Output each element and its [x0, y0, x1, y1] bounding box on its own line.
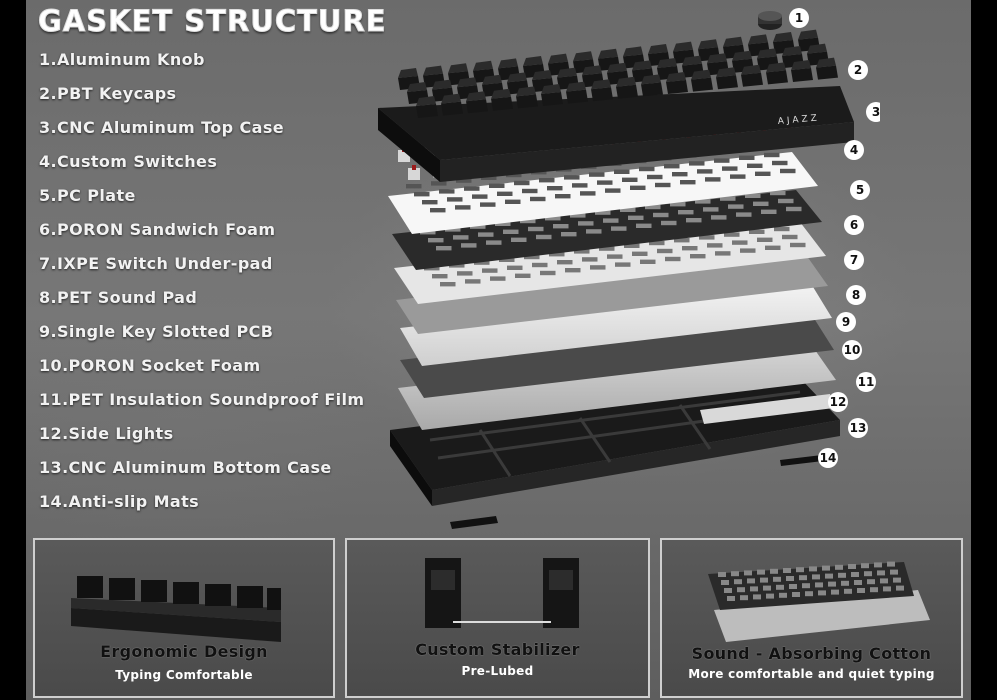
page-title: GASKET STRUCTURE [38, 4, 387, 39]
feature-subtitle: Typing Comfortable [115, 668, 253, 682]
part-item: 3.CNC Aluminum Top Case [39, 118, 285, 137]
aluminum-knob [758, 11, 782, 30]
part-item: 6.PORON Sandwich Foam [39, 220, 276, 239]
callout-circle [842, 340, 862, 360]
feature-subtitle: More comfortable and quiet typing [688, 667, 935, 681]
pcb-layer [400, 282, 832, 366]
callout-circle [828, 392, 848, 412]
part-item: 11.PET Insulation Soundproof Film [39, 390, 365, 409]
feature-heading: Sound - Absorbing Cotton [691, 644, 932, 663]
callout-number: 1 [795, 11, 803, 25]
keycaps-layer [398, 29, 838, 118]
callout-number: 4 [850, 143, 858, 157]
part-item: 12.Side Lights [39, 424, 174, 443]
part-item: 13.CNC Aluminum Bottom Case [39, 458, 332, 477]
callout-circle [848, 60, 868, 80]
callout-number: 12 [830, 395, 847, 409]
callout-circle [844, 250, 864, 270]
callout-number: 14 [820, 451, 837, 465]
callout-circle [846, 285, 866, 305]
callout-number: 11 [858, 375, 875, 389]
brand-logo: AJAZZ [777, 113, 820, 127]
callout-circle [850, 180, 870, 200]
callout-circle [856, 372, 876, 392]
callout-number: 2 [854, 63, 862, 77]
feature-subtitle: Pre-Lubed [461, 664, 534, 678]
callout-circle [844, 140, 864, 160]
callout-number: 7 [850, 253, 858, 267]
socket-foam-layer [400, 312, 834, 398]
feature-panel-cotton: Sound - Absorbing Cotton More comfortabl… [660, 538, 963, 698]
anti-slip-mats-layer [450, 455, 823, 529]
callout-number: 5 [856, 183, 864, 197]
cotton-foam-image [708, 561, 930, 642]
callout-circle [789, 8, 809, 28]
feature-heading: Ergonomic Design [100, 642, 268, 661]
part-item: 1.Aluminum Knob [39, 50, 205, 69]
parts-list: 1.Aluminum Knob 2.PBT Keycaps 3.CNC Alum… [39, 49, 365, 525]
feature-panel-stabilizer: Custom Stabilizer Pre-Lubed [345, 538, 650, 698]
part-item: 4.Custom Switches [39, 152, 218, 171]
keyboard-side-image [71, 576, 281, 642]
callout-number: 8 [852, 288, 860, 302]
part-item: 10.PORON Socket Foam [39, 356, 261, 375]
callout-circle [866, 102, 880, 122]
stabilizer-image [425, 558, 579, 628]
right-border [971, 0, 997, 700]
callout-number: 13 [850, 421, 867, 435]
callout-number: 6 [850, 218, 858, 232]
feature-panel-ergonomic: Ergonomic Design Typing Comfortable [33, 538, 335, 698]
callout-circle [844, 215, 864, 235]
callout-number: 9 [842, 315, 850, 329]
part-item: 14.Anti-slip Mats [39, 492, 200, 511]
feature-heading: Custom Stabilizer [415, 640, 580, 659]
callout-circle [836, 312, 856, 332]
part-item: 2.PBT Keycaps [39, 84, 177, 103]
callout-circle [848, 418, 868, 438]
side-lights-layer [700, 394, 834, 424]
callout-number: 3 [872, 105, 880, 119]
callout-number: 10 [844, 343, 861, 357]
callout-circle [818, 448, 838, 468]
part-item: 5.PC Plate [39, 186, 136, 205]
part-item: 9.Single Key Slotted PCB [39, 322, 274, 341]
bottom-case-layer [390, 378, 840, 506]
part-item: 8.PET Sound Pad [39, 288, 198, 307]
part-item: 7.IXPE Switch Under-pad [39, 254, 273, 273]
pet-sound-pad-layer [396, 252, 828, 334]
left-border [0, 0, 26, 700]
